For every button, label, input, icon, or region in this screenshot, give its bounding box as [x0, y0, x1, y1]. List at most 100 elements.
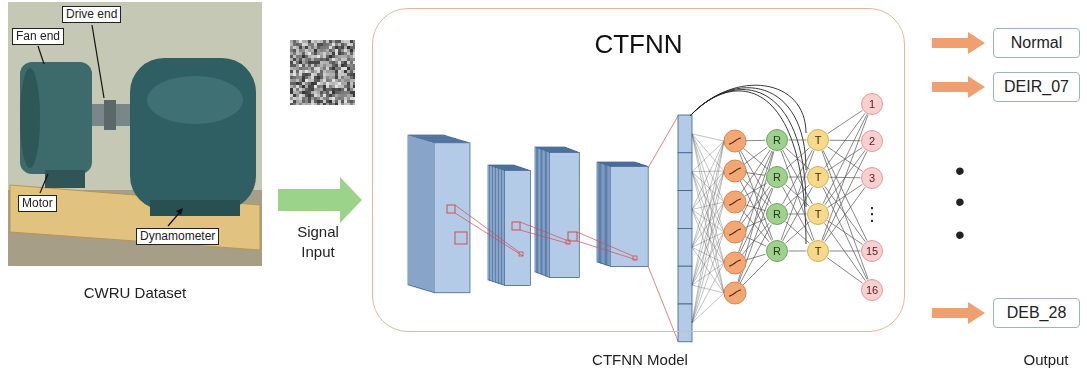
dense-line — [692, 202, 724, 247]
leader-arrowhead — [176, 208, 183, 215]
rule-node: R — [766, 166, 788, 188]
neuron-label: T — [815, 209, 822, 220]
sigmoid-symbol — [729, 290, 741, 296]
kernel-target — [633, 256, 637, 260]
dense-line — [692, 172, 724, 202]
flatten-cell — [678, 228, 692, 266]
rule-node: R — [766, 203, 788, 225]
connector — [823, 114, 867, 203]
dense-line — [692, 210, 724, 294]
membership-neuron — [724, 221, 746, 243]
t-norm-node: T — [807, 203, 829, 225]
connector — [825, 187, 865, 242]
kernel-line — [520, 222, 566, 240]
ellipsis-dot: • — [955, 221, 965, 249]
dense-line — [692, 263, 724, 285]
kernel-line — [520, 230, 570, 244]
flatten-cell — [678, 191, 692, 229]
output-neuron: 16 — [861, 279, 883, 301]
dense-line — [692, 134, 724, 141]
connector — [781, 151, 814, 240]
connector — [786, 148, 810, 170]
membership-neuron — [724, 191, 746, 213]
class-box: DEB_28 — [993, 298, 1080, 328]
neuron-label: R — [773, 172, 781, 183]
dynamometer-highlight — [147, 76, 243, 124]
dense-line — [692, 285, 724, 293]
kernel-window — [568, 232, 577, 241]
arrow-label: Signal Input — [287, 222, 349, 261]
dense-line — [692, 141, 724, 323]
motor-body — [20, 62, 92, 174]
sigmoid-symbol — [729, 260, 741, 266]
membership-line — [743, 259, 769, 285]
dense-line — [692, 171, 724, 323]
dense-line — [692, 247, 724, 293]
sigmoid-symbol — [729, 199, 741, 205]
skip-connection — [690, 85, 806, 133]
dense-line — [692, 171, 724, 247]
dynamometer-body — [130, 58, 256, 210]
connector — [823, 150, 867, 240]
connector — [825, 223, 866, 280]
feature-map — [610, 166, 648, 266]
kernel-window — [455, 232, 467, 244]
skip-connection — [690, 88, 806, 170]
dense-line — [692, 202, 724, 285]
dense-line — [692, 141, 724, 285]
leader-line — [40, 174, 48, 193]
class-box: DEIR_07 — [993, 72, 1080, 102]
neuron-label: T — [815, 172, 822, 183]
motor-foot — [45, 170, 85, 188]
t-norm-node: T — [807, 129, 829, 151]
neuron-label: R — [773, 246, 781, 257]
kernel-line — [577, 241, 637, 260]
sigmoid-symbol — [729, 138, 741, 144]
flatten-line — [648, 266, 678, 341]
input-arrow — [278, 177, 362, 223]
connector — [823, 187, 867, 279]
dense-line — [692, 141, 724, 210]
feature-map — [434, 143, 470, 293]
t-norm-node: T — [807, 240, 829, 262]
torque-sensor — [104, 100, 116, 130]
flatten-cell — [678, 266, 692, 304]
dense-line — [692, 171, 724, 285]
feature-map — [549, 153, 579, 278]
ellipsis-dot: • — [955, 157, 965, 185]
membership-neuron — [724, 130, 746, 152]
connector — [789, 251, 807, 252]
kernel-line — [455, 213, 523, 256]
kernel-line — [455, 205, 519, 252]
panel-title: CTFNN — [373, 29, 904, 60]
leader-line — [38, 46, 44, 64]
neuron-label: R — [773, 209, 781, 220]
connector — [786, 222, 810, 244]
membership-neuron — [724, 252, 746, 274]
neuron-label: 2 — [869, 136, 875, 147]
photo-wall — [8, 2, 262, 266]
membership-line — [744, 147, 767, 164]
flatten-cell — [678, 304, 692, 342]
neuron-label: T — [815, 246, 822, 257]
rule-node: R — [766, 129, 788, 151]
output-arrow — [932, 302, 985, 324]
leader-line — [168, 212, 180, 226]
output-neuron: 2 — [861, 130, 883, 152]
membership-line — [746, 140, 765, 141]
output-neuron: 1 — [861, 93, 883, 115]
dense-line — [692, 202, 724, 323]
membership-line — [746, 205, 766, 211]
connector — [786, 148, 810, 170]
neuron-label: R — [773, 135, 781, 146]
dense-line — [692, 293, 724, 323]
dense-line — [692, 172, 724, 263]
rule-node: R — [766, 240, 788, 262]
connector — [827, 258, 862, 284]
part-label: Drive end — [62, 6, 121, 23]
model-panel: CTFNNRRRRTTTT1231516 — [372, 8, 905, 332]
connector — [828, 110, 863, 133]
output-neuron: 3 — [861, 167, 883, 189]
